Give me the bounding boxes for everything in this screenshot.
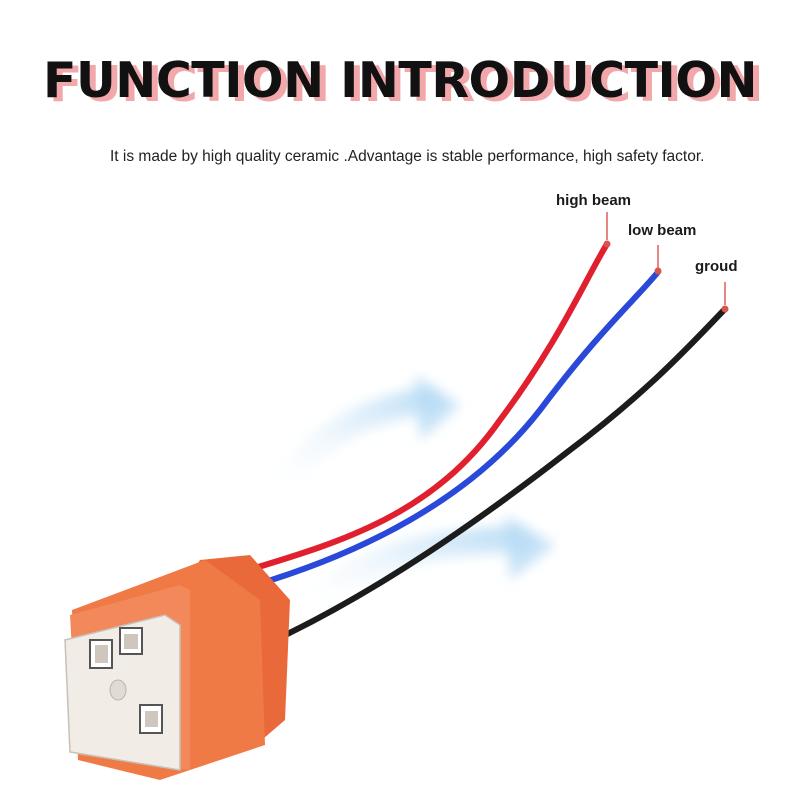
high-beam-label: high beam — [556, 192, 632, 209]
center-hole — [109, 679, 127, 701]
ground-wire — [272, 307, 727, 643]
arrow-glow-icon — [257, 375, 460, 513]
low-beam-marker — [654, 267, 662, 275]
high-beam-wire — [229, 241, 610, 578]
low-beam-label: low beam — [628, 222, 697, 239]
page-title: FUNCTION INTRODUCTION — [43, 52, 757, 109]
arrow-glow-icon — [287, 515, 555, 623]
title-block: FUNCTION INTRODUCTION FUNCTION INTRODUCT… — [0, 52, 800, 132]
high-beam-marker — [603, 240, 611, 248]
title-shadow: FUNCTION INTRODUCTION — [49, 56, 763, 113]
socket-connector-icon — [64, 555, 290, 780]
ground-label: groud — [695, 258, 738, 275]
product-description: It is made by high quality ceramic .Adva… — [110, 148, 705, 165]
ground-marker — [721, 305, 729, 313]
low-beam-wire — [242, 269, 661, 591]
label-leader-lines — [606, 212, 726, 305]
